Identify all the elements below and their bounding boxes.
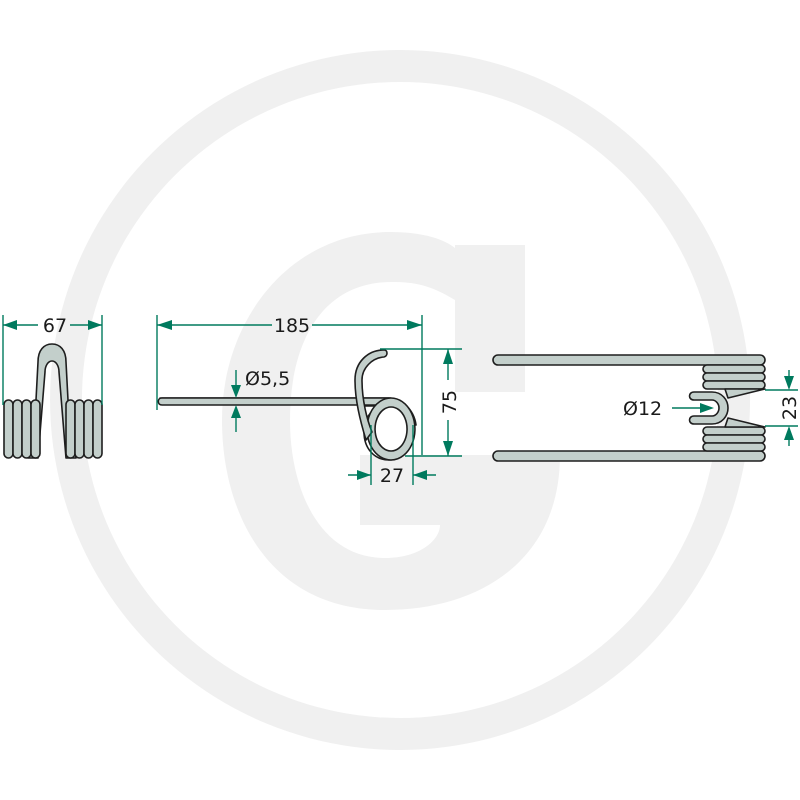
side-view-spring	[157, 349, 417, 461]
dimension-23: 23	[765, 370, 800, 446]
dimension-75: 75	[380, 348, 462, 457]
end-view-spring	[3, 343, 103, 459]
label-23: 23	[779, 396, 800, 420]
label-loop-diameter: Ø12	[623, 398, 662, 420]
dimension-27: 27	[348, 425, 436, 487]
top-view-spring	[492, 354, 766, 462]
dimension-wire-diameter: Ø5,5	[231, 368, 290, 432]
label-wire-diameter: Ø5,5	[245, 368, 290, 390]
dimension-185: 185	[156, 315, 423, 455]
dimension-loop-diameter: Ø12	[623, 398, 714, 420]
dimension-67: 67	[2, 315, 103, 405]
label-27: 27	[380, 465, 404, 487]
label-75: 75	[439, 390, 461, 414]
label-67: 67	[43, 315, 67, 337]
label-185: 185	[274, 315, 310, 337]
